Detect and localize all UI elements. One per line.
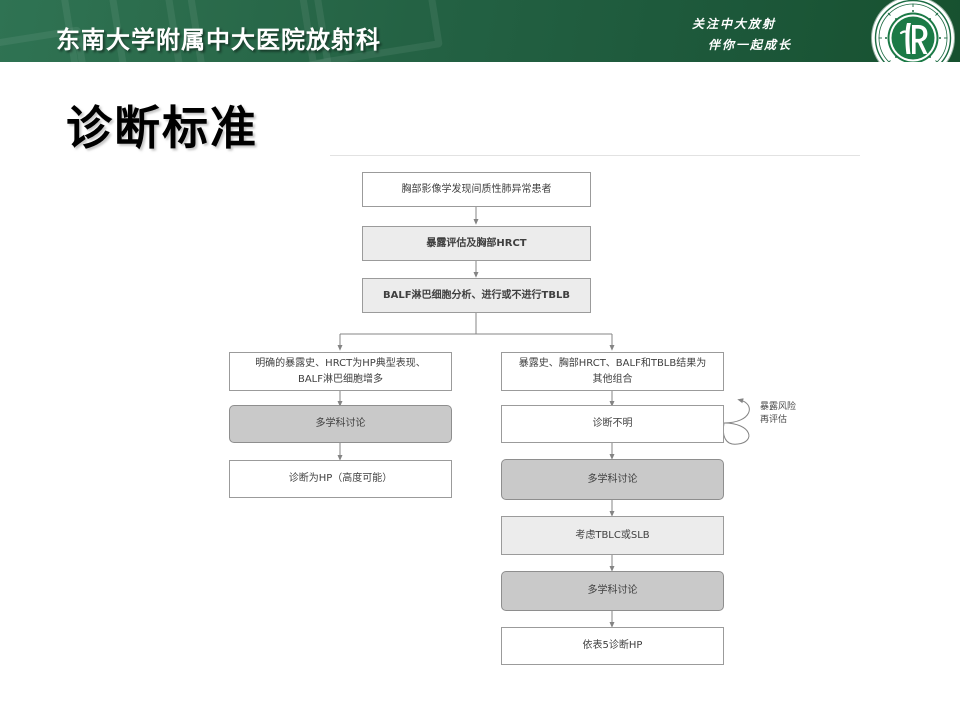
flow-node-balf-tblb: BALF淋巴细胞分析、进行或不进行TBLB [362, 278, 591, 313]
other-line-2: 其他组合 [592, 373, 633, 385]
flow-node-undetermined: 诊断不明 [501, 405, 724, 443]
hospital-logo-icon [872, 0, 954, 62]
flowchart-top-rule [330, 155, 860, 156]
flow-node-other-combination: 暴露史、胸部HRCT、BALF和TBLB结果为 其他组合 [501, 352, 724, 391]
loop-annotation-exposure-reassessment: 暴露风险 再评估 [760, 401, 820, 427]
flow-node-imaging-finding: 胸部影像学发现间质性肺异常患者 [362, 172, 591, 207]
slide-header: 东南大学附属中大医院放射科 关注中大放射 伴你一起成长 [0, 0, 960, 62]
loop-label-line-1: 暴露风险 [760, 402, 797, 412]
slogan-line-1: 关注中大放射 [692, 17, 777, 31]
flow-node-consider-tblc-slb: 考虑TBLC或SLB [501, 516, 724, 555]
criteria-line-1: 明确的暴露史、HRCT为HP典型表现、 [255, 358, 426, 369]
flow-node-typical-hp-criteria: 明确的暴露史、HRCT为HP典型表现、 BALF淋巴细胞增多 [229, 352, 452, 391]
flow-node-mdd-right-1: 多学科讨论 [501, 459, 724, 500]
loop-label-line-2: 再评估 [760, 415, 788, 426]
institution-title: 东南大学附属中大医院放射科 [56, 26, 381, 54]
flow-node-diagnosis-hp-probable: 诊断为HP（高度可能） [229, 460, 452, 498]
criteria-line-2: BALF淋巴细胞增多 [297, 373, 384, 385]
page-title: 诊断标准 [66, 101, 258, 155]
flow-node-mdd-left: 多学科讨论 [229, 405, 452, 443]
flow-node-diagnose-by-table5: 依表5诊断HP [501, 627, 724, 665]
flow-node-mdd-right-2: 多学科讨论 [501, 571, 724, 611]
slogan-line-2: 伴你一起成长 [708, 38, 793, 52]
other-line-1: 暴露史、胸部HRCT、BALF和TBLB结果为 [518, 358, 707, 369]
header-slogan: 关注中大放射 伴你一起成长 [692, 14, 842, 56]
flow-node-exposure-hrct: 暴露评估及胸部HRCT [362, 226, 591, 261]
